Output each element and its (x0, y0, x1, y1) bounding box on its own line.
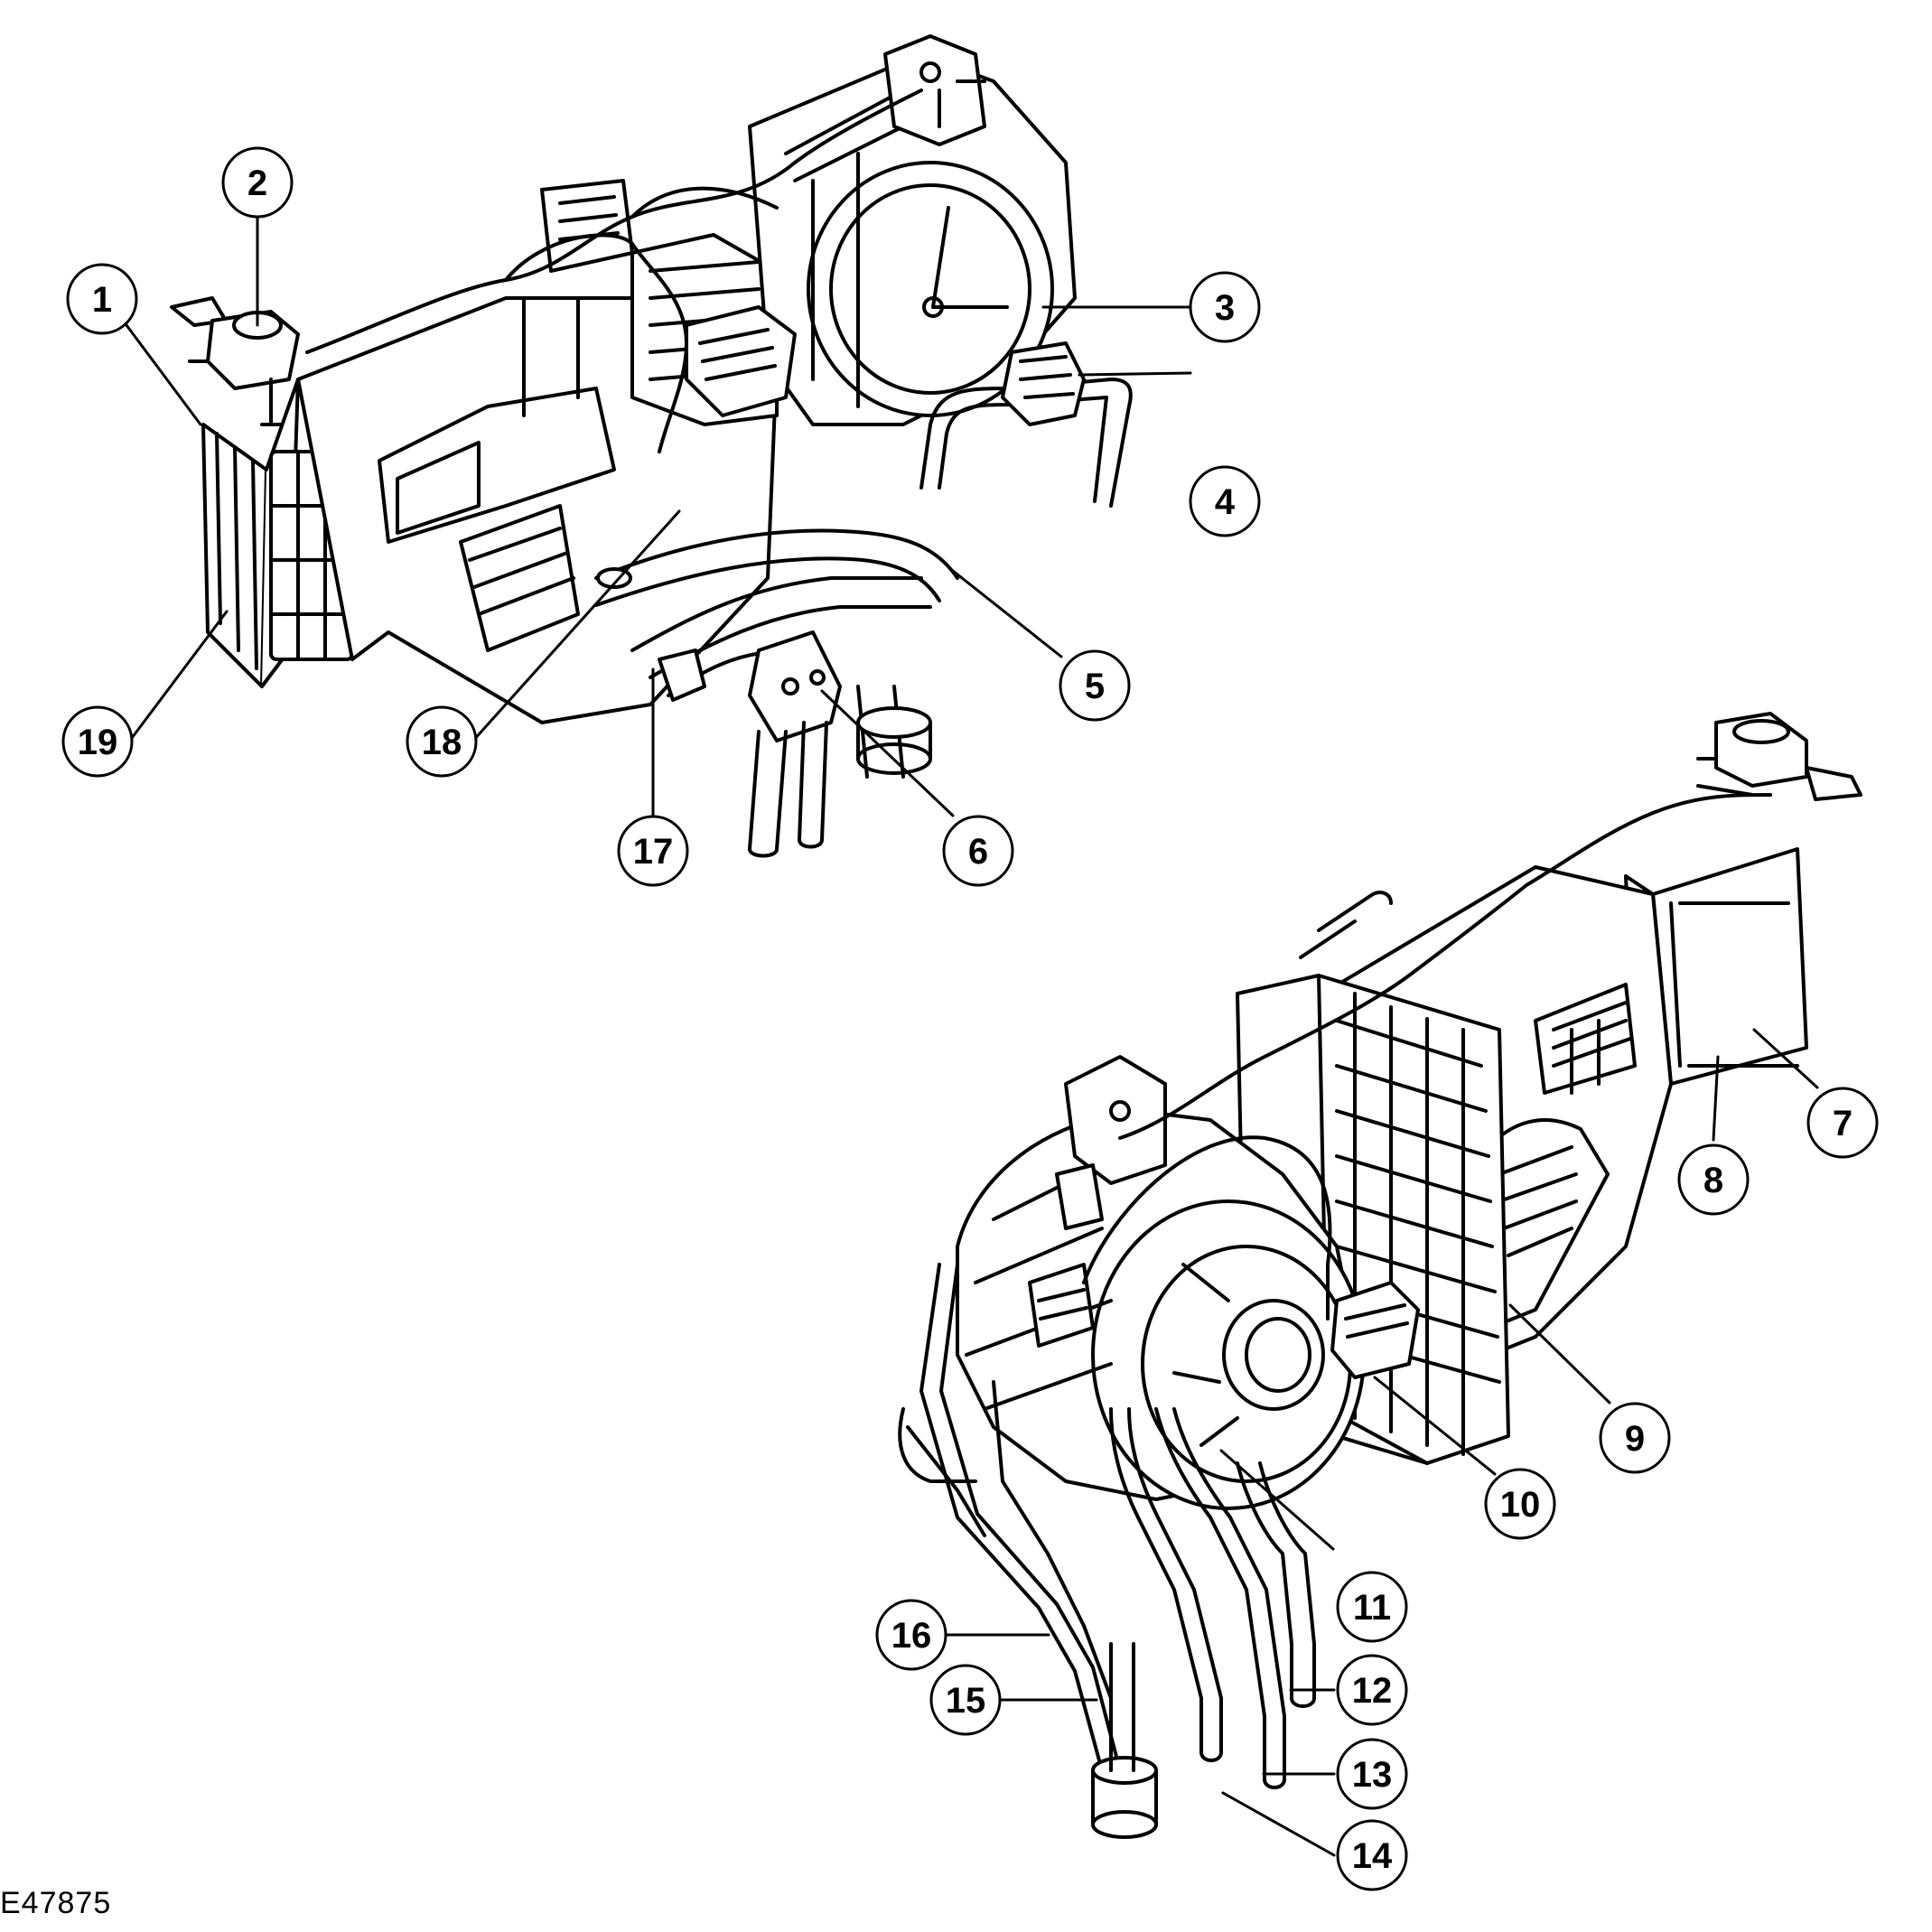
leader-4 (1078, 371, 1192, 377)
leader-11 (1219, 1449, 1335, 1551)
leader-19 (127, 610, 229, 743)
callouts: 1 2 3 4 5 6 7 8 9 10 11 12 13 14 15 16 1… (61, 146, 1879, 1891)
callout-6: 6 (942, 815, 1014, 887)
svg-text:9: 9 (1625, 1419, 1645, 1459)
callout-9: 9 (1599, 1402, 1671, 1474)
svg-text:6: 6 (968, 832, 988, 872)
callout-3: 3 (1189, 271, 1261, 343)
leader-8 (1712, 1055, 1720, 1142)
svg-text:18: 18 (422, 723, 462, 762)
svg-text:2: 2 (247, 163, 267, 203)
svg-text:13: 13 (1352, 1755, 1393, 1795)
leader-5 (951, 569, 1063, 658)
leader-18 (471, 509, 681, 743)
svg-text:7: 7 (1833, 1104, 1853, 1143)
figure-id: E47875 (0, 1886, 112, 1920)
callout-10: 10 (1484, 1468, 1556, 1540)
leader-9 (1508, 1303, 1611, 1405)
svg-text:8: 8 (1703, 1161, 1723, 1200)
svg-text:10: 10 (1500, 1485, 1541, 1525)
svg-text:12: 12 (1352, 1671, 1393, 1711)
callout-leaders (125, 215, 1819, 1857)
leader-6 (820, 689, 955, 817)
svg-text:16: 16 (891, 1616, 932, 1656)
callout-1: 1 (66, 263, 138, 335)
callout-12: 12 (1336, 1654, 1408, 1726)
hvac-unit-rear-view (898, 712, 1862, 1839)
svg-text:11: 11 (1353, 1588, 1391, 1628)
callout-2: 2 (221, 146, 294, 219)
leader-14 (1221, 1791, 1336, 1857)
callout-15: 15 (929, 1664, 1002, 1736)
callout-5: 5 (1059, 649, 1131, 722)
svg-text:15: 15 (946, 1681, 986, 1721)
svg-text:4: 4 (1215, 482, 1236, 522)
callout-17: 17 (617, 815, 689, 887)
callout-8: 8 (1677, 1143, 1750, 1216)
leader-7 (1752, 1028, 1819, 1089)
svg-text:5: 5 (1085, 667, 1105, 706)
svg-text:3: 3 (1215, 288, 1235, 328)
hvac-unit-front-view (170, 34, 1133, 858)
svg-text:19: 19 (78, 723, 118, 762)
svg-text:14: 14 (1352, 1836, 1393, 1876)
svg-text:17: 17 (633, 832, 674, 872)
callout-4: 4 (1189, 465, 1261, 537)
callout-16: 16 (875, 1599, 947, 1671)
callout-7: 7 (1806, 1087, 1879, 1159)
callout-18: 18 (406, 705, 478, 778)
callout-14: 14 (1336, 1819, 1408, 1891)
leader-10 (1373, 1376, 1497, 1476)
callout-13: 13 (1336, 1738, 1408, 1810)
callout-11: 11 (1336, 1571, 1408, 1643)
svg-text:1: 1 (92, 280, 112, 320)
callout-19: 19 (61, 705, 134, 778)
leader-1 (125, 323, 202, 426)
